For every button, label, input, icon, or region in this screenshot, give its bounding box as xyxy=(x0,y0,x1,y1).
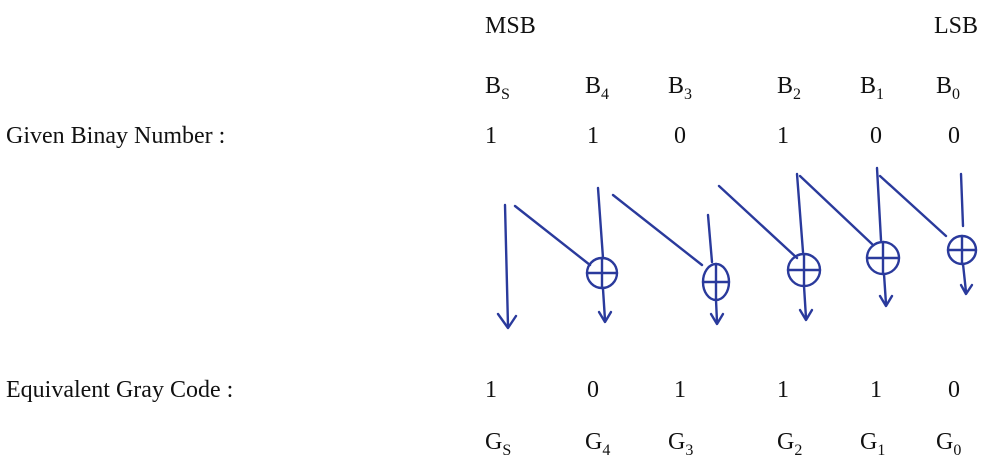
binary-bit-value-1: 0 xyxy=(870,123,882,149)
gray-bit-value-3: 1 xyxy=(674,377,686,403)
xor-gate-5 xyxy=(878,172,978,296)
gray-bit-value-0: 0 xyxy=(948,377,960,403)
binary-bit-value-3: 0 xyxy=(674,123,686,149)
gray-bit-symbol-2: G2 xyxy=(777,429,803,459)
binary-row-label: Given Binay Number : xyxy=(6,123,226,149)
gray-bit-symbol-3: G3 xyxy=(668,429,694,459)
lsb-label: LSB xyxy=(934,13,979,39)
binary-bit-symbol-s: BS xyxy=(485,73,510,103)
binary-bit-value-4: 1 xyxy=(587,123,599,149)
binary-bit-symbol-0: B0 xyxy=(936,73,961,103)
gray-bit-symbol-s: GS xyxy=(485,429,512,459)
binary-bit-symbol-2: B2 xyxy=(777,73,802,103)
xor-gate-2 xyxy=(611,193,731,326)
binary-bit-symbol-3: B3 xyxy=(668,73,693,103)
xor-gate-1 xyxy=(513,186,619,324)
msb-label: MSB xyxy=(485,13,536,39)
xor-gate-4 xyxy=(798,166,901,308)
binary-bit-value-2: 1 xyxy=(777,123,789,149)
gray-row-label: Equivalent Gray Code : xyxy=(6,377,234,403)
gray-bit-symbol-4: G4 xyxy=(585,429,611,459)
gray-bit-value-4: 0 xyxy=(587,377,599,403)
binary-bit-value-s: 1 xyxy=(485,123,497,149)
gray-bit-symbol-0: G0 xyxy=(936,429,962,459)
msb-passthrough-arrow xyxy=(496,203,518,330)
binary-bit-symbol-4: B4 xyxy=(585,73,610,103)
xor-gate-3 xyxy=(717,172,822,322)
gray-bit-value-s: 1 xyxy=(485,377,497,403)
gray-bit-value-1: 1 xyxy=(870,377,882,403)
binary-bit-value-0: 0 xyxy=(948,123,960,149)
gray-bit-value-2: 1 xyxy=(777,377,789,403)
binary-bit-symbol-1: B1 xyxy=(860,73,885,103)
gray-bit-symbol-1: G1 xyxy=(860,429,886,459)
